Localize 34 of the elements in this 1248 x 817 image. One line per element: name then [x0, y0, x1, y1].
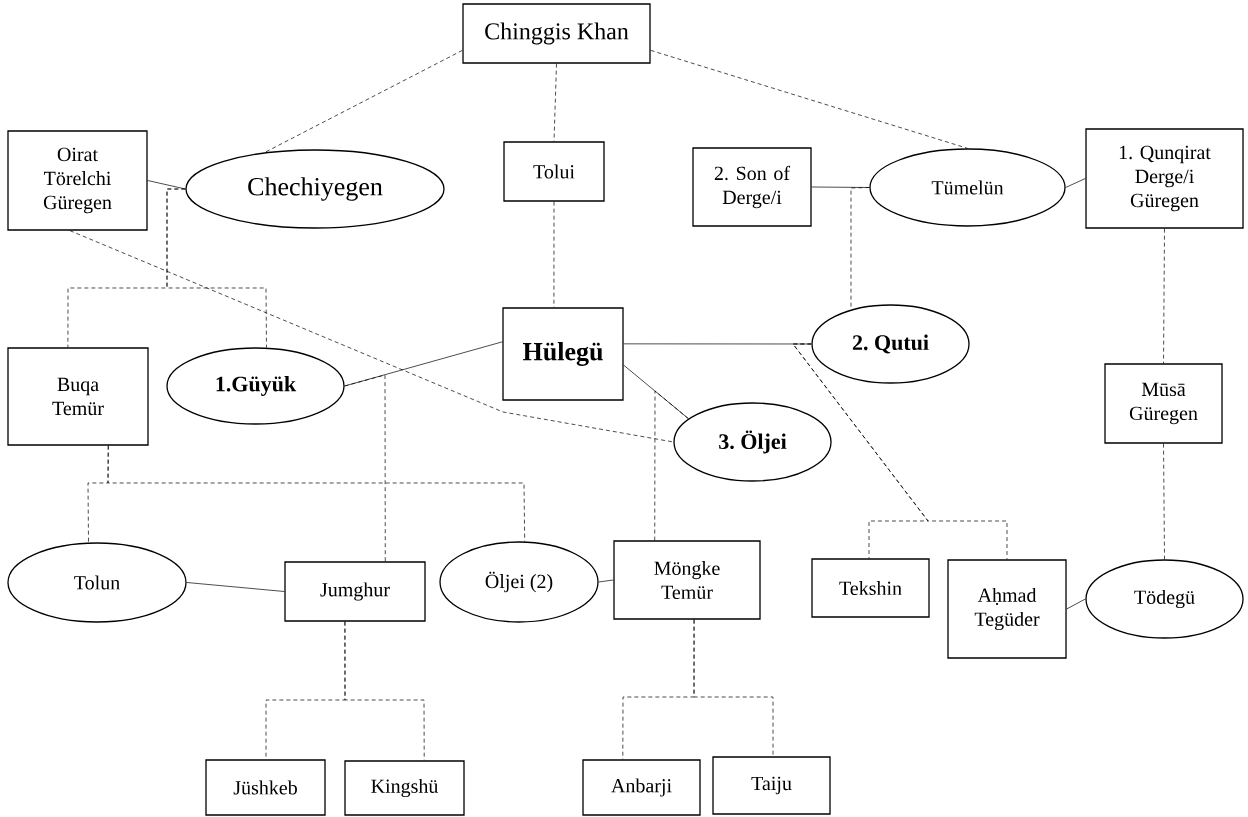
connector-line: [1163, 228, 1165, 364]
name-box: Kingshü: [344, 760, 465, 816]
name-box: Anbarji: [582, 759, 701, 816]
name-box: Hülegü: [502, 307, 624, 401]
name-box: Jumghur: [284, 561, 426, 622]
name-box: Buqa Temür: [7, 347, 149, 446]
connector-line: [344, 374, 386, 562]
connector-line: [598, 579, 614, 583]
name-box: 2. Son of Derge/i: [692, 147, 812, 227]
connector-line: [654, 390, 689, 541]
name-box: Tekshin: [811, 558, 930, 618]
connector-line: [553, 63, 557, 142]
connector-line: [186, 582, 285, 592]
connector-line: [107, 445, 526, 542]
connector-line: [264, 50, 463, 153]
name-box: Mūsā Güregen: [1104, 363, 1223, 444]
connector-line: [850, 187, 870, 310]
name-box: Jüshkeb: [205, 759, 326, 816]
connector-line: [553, 201, 555, 308]
connector-line: [1163, 443, 1165, 560]
connector-line: [1065, 178, 1086, 188]
name-box: Taiju: [712, 756, 831, 815]
connector-line: [344, 621, 425, 761]
connector-line: [166, 188, 267, 348]
connector-line: [1066, 598, 1086, 610]
connector-line: [650, 50, 968, 149]
name-box: Oirat Törelchi Güregen: [7, 130, 148, 231]
name-box: Tolui: [503, 141, 605, 202]
name-box: Möngke Temür: [613, 540, 761, 620]
connector-line: [693, 619, 774, 757]
name-box: Aḥmad Tegüder: [947, 559, 1067, 659]
connector-line: [792, 343, 1008, 560]
name-box: Chinggis Khan: [462, 3, 651, 64]
name-box: 1. Qunqirat Derge/i Güregen: [1085, 128, 1244, 229]
